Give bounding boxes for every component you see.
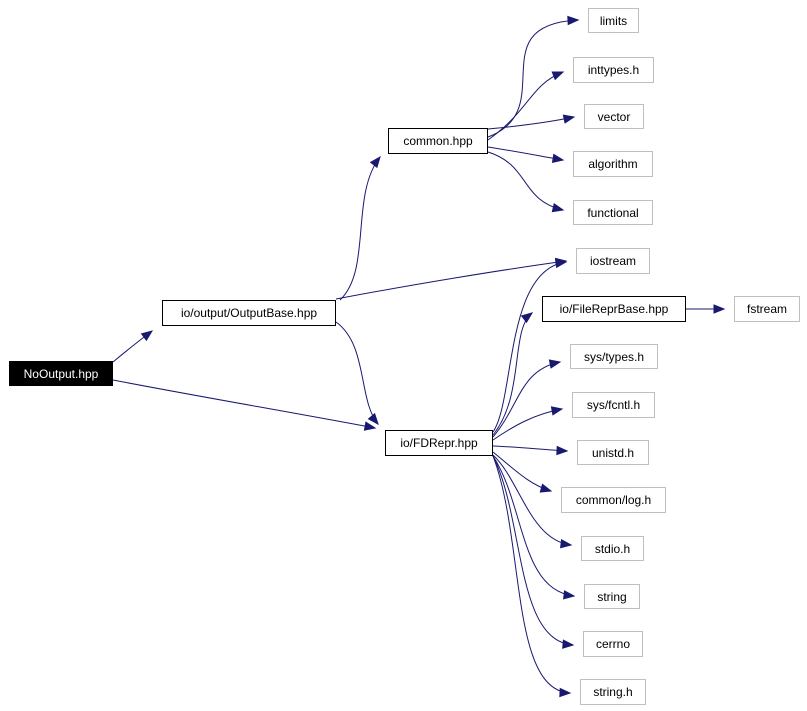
edge-fdrepr-string [492, 455, 575, 597]
node-nooutput[interactable]: NoOutput.hpp [9, 361, 113, 386]
edge-fdrepr-sysfcntl [492, 408, 563, 441]
node-sysfcntl[interactable]: sys/fcntl.h [572, 392, 655, 418]
arrowhead-fdrepr-stdio [560, 539, 573, 549]
arrowhead-common-vector [562, 114, 576, 124]
node-stdio[interactable]: stdio.h [581, 536, 644, 561]
arrowhead-common-limits [567, 15, 580, 26]
node-commonlog[interactable]: common/log.h [561, 487, 666, 513]
node-iostream[interactable]: iostream [576, 248, 650, 274]
arrowhead-nooutput-fdrepr [363, 421, 377, 431]
node-functional[interactable]: functional [573, 200, 653, 225]
arrowhead-filereprbase-fstream [713, 304, 726, 314]
node-algorithm[interactable]: algorithm [573, 151, 653, 177]
node-string[interactable]: string [584, 584, 640, 609]
edge-outputbase-common [339, 156, 381, 301]
edge-common-inttypes [487, 71, 564, 141]
node-common[interactable]: common.hpp [388, 128, 488, 154]
node-limits[interactable]: limits [588, 8, 639, 33]
edge-fdrepr-filereprbase [492, 312, 533, 436]
arrowhead-fdrepr-unistd [556, 445, 569, 456]
arrowhead-fdrepr-filereprbase [520, 312, 534, 324]
edge-fdrepr-cerrno [492, 455, 574, 646]
node-inttypes[interactable]: inttypes.h [573, 57, 654, 83]
edge-outputbase-iostream [335, 260, 567, 300]
node-systypes[interactable]: sys/types.h [570, 344, 658, 369]
arrowhead-fdrepr-stringh [559, 687, 572, 698]
edge-common-algorithm [487, 146, 564, 161]
edge-fdrepr-systypes [492, 361, 561, 438]
edge-fdrepr-stringh [492, 455, 571, 694]
node-fdrepr[interactable]: io/FDRepr.hpp [385, 430, 493, 456]
edge-outputbase-fdrepr [335, 321, 379, 425]
arrowhead-nooutput-outputbase [140, 330, 154, 342]
arrowhead-common-inttypes [551, 71, 565, 81]
arrowhead-fdrepr-commonlog [539, 483, 553, 493]
node-unistd[interactable]: unistd.h [577, 440, 649, 465]
node-vector[interactable]: vector [584, 104, 644, 129]
node-outputbase[interactable]: io/output/OutputBase.hpp [162, 300, 336, 326]
edge-fdrepr-unistd [492, 445, 568, 452]
arrowhead-common-functional [551, 203, 565, 213]
arrowhead-outputbase-fdrepr [367, 412, 379, 426]
edge-nooutput-fdrepr [112, 379, 376, 429]
arrowhead-outputbase-common [369, 155, 381, 169]
node-cerrno[interactable]: cerrno [583, 631, 643, 657]
edge-fdrepr-iostream [492, 261, 567, 433]
node-filereprbase[interactable]: io/FileReprBase.hpp [542, 296, 686, 322]
edge-fdrepr-stdio [492, 454, 572, 546]
edges-layer [112, 15, 726, 698]
arrowhead-fdrepr-iostream [554, 258, 568, 269]
arrowhead-common-algorithm [551, 153, 565, 163]
arrowhead-fdrepr-cerrno [562, 639, 575, 649]
arrowhead-fdrepr-string [563, 590, 576, 600]
node-fstream[interactable]: fstream [734, 296, 800, 322]
arrowhead-fdrepr-systypes [548, 359, 562, 369]
edge-common-limits [487, 19, 579, 138]
node-stringh[interactable]: string.h [580, 679, 646, 705]
arrowhead-fdrepr-sysfcntl [550, 406, 564, 416]
edge-common-functional [487, 151, 564, 211]
edge-common-vector [487, 116, 575, 130]
